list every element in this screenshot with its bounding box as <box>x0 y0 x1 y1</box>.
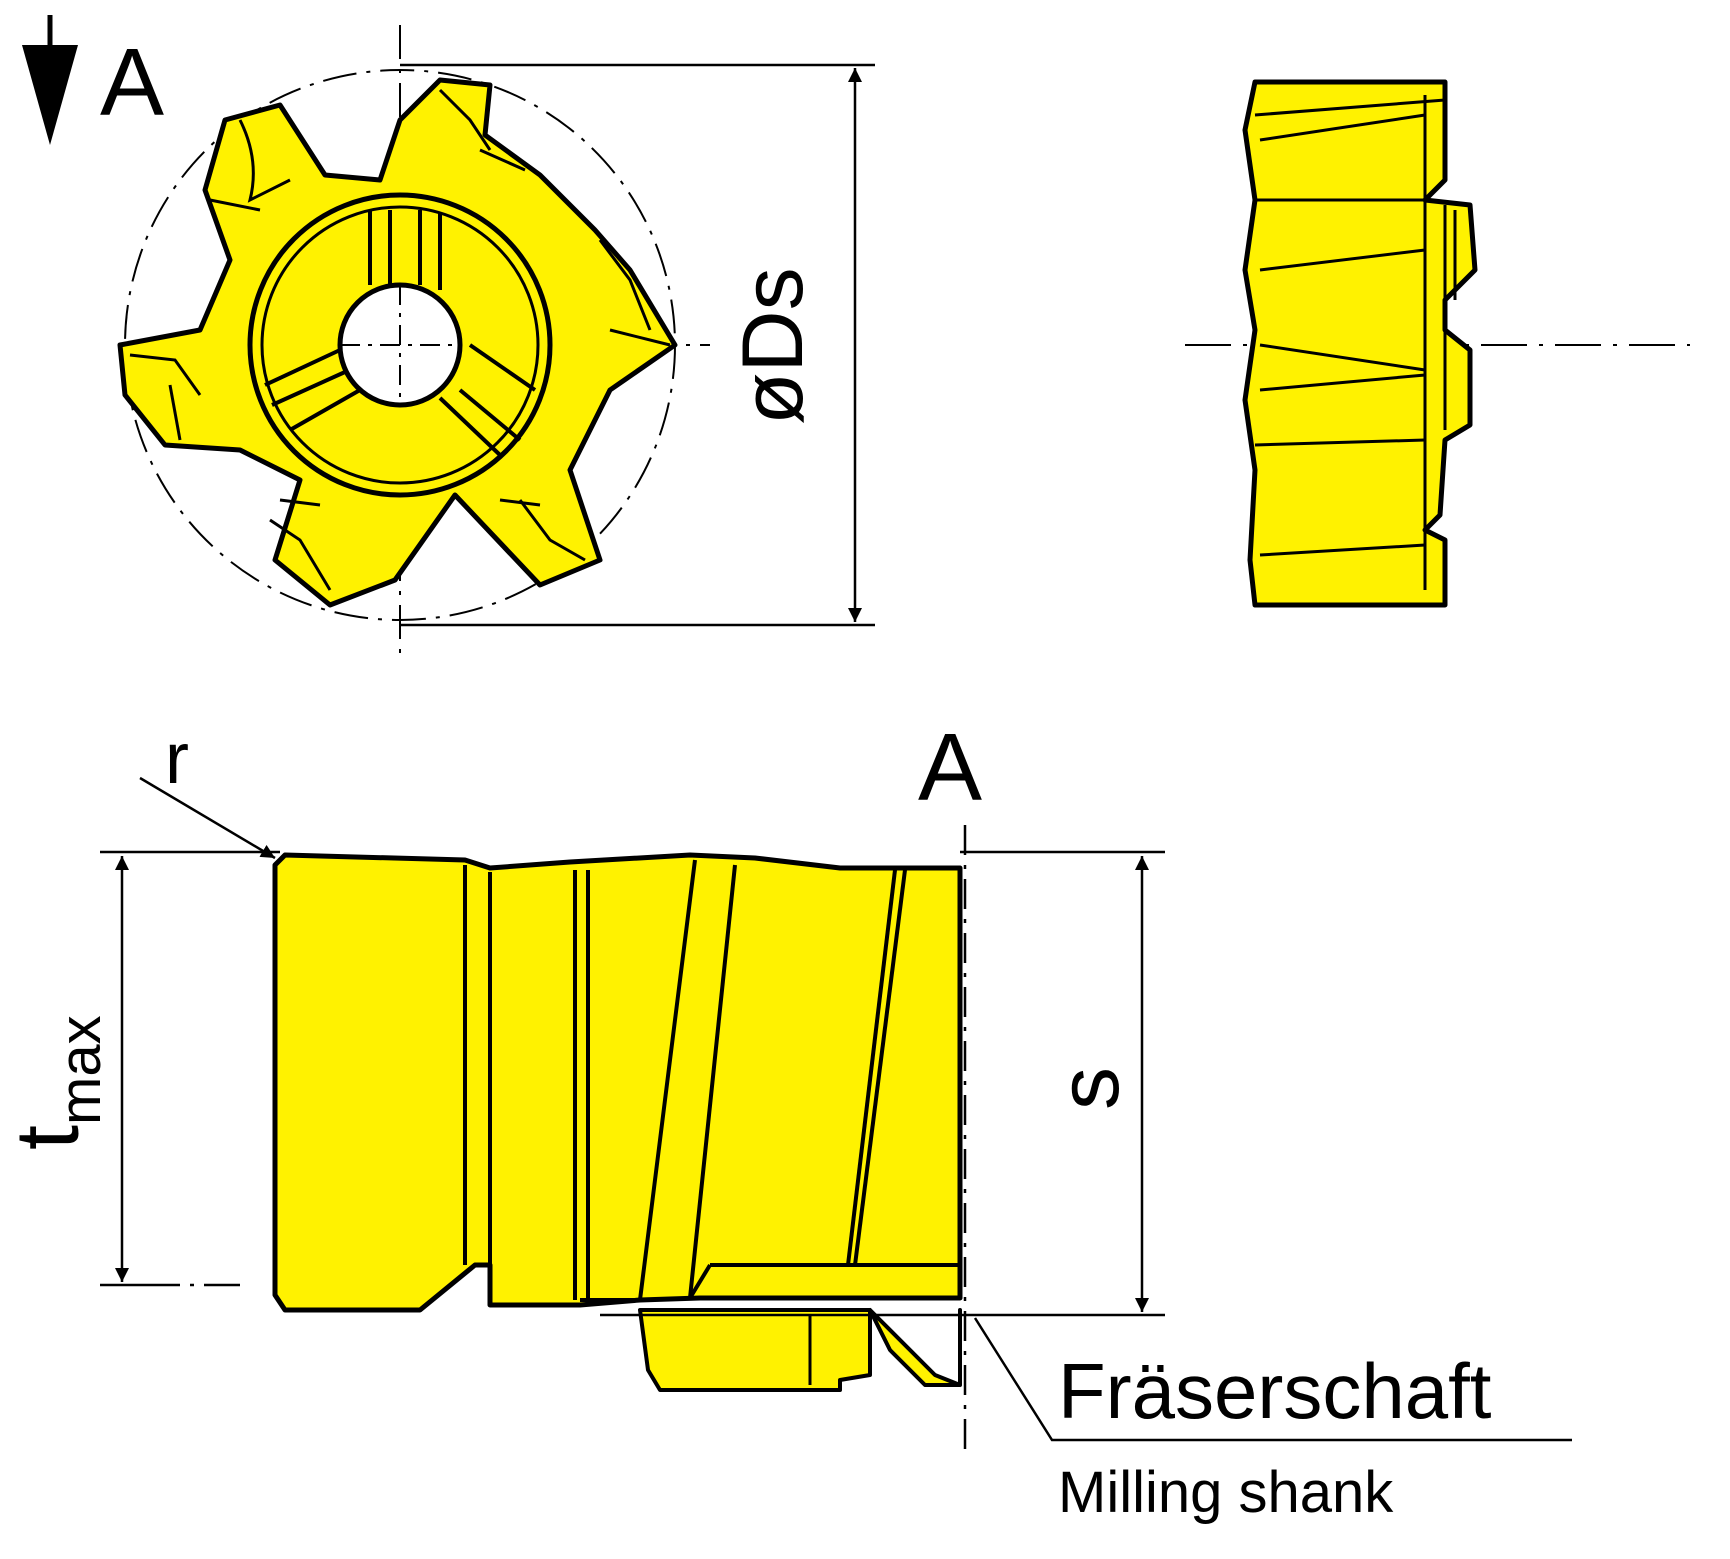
tmax-subscript: max <box>48 1015 113 1125</box>
shank-fragment <box>638 1308 962 1392</box>
view-label-a-side: A <box>918 714 982 821</box>
tmax-base: t <box>0 1125 98 1150</box>
tmax-dimension <box>100 850 280 1287</box>
diameter-dimension <box>400 63 875 627</box>
insert-body-side <box>1242 79 1478 608</box>
radius-label: r <box>165 719 189 799</box>
insert-body-profile <box>272 852 963 1313</box>
diameter-label: øDs <box>725 267 821 425</box>
hub-inner-ring <box>260 205 540 485</box>
s-label: s <box>1041 1067 1137 1110</box>
tmax-label: tmax <box>0 1015 113 1150</box>
side-flute-lines <box>1254 95 1457 590</box>
side-view <box>1185 79 1690 608</box>
shank-label-de: Fräserschaft <box>1058 1347 1492 1435</box>
s-dimension <box>600 850 1165 1317</box>
view-arrow-a <box>22 15 78 145</box>
view-label-a-top: A <box>100 29 164 136</box>
tooth-details <box>129 88 671 591</box>
front-view <box>117 25 710 655</box>
profile-flute-lines <box>463 859 960 1302</box>
shank-label-en: Milling shank <box>1058 1460 1394 1525</box>
profile-view <box>272 825 967 1455</box>
shank-leader <box>973 1317 1572 1442</box>
hub-spokes <box>264 210 537 457</box>
radius-leader <box>139 776 276 860</box>
